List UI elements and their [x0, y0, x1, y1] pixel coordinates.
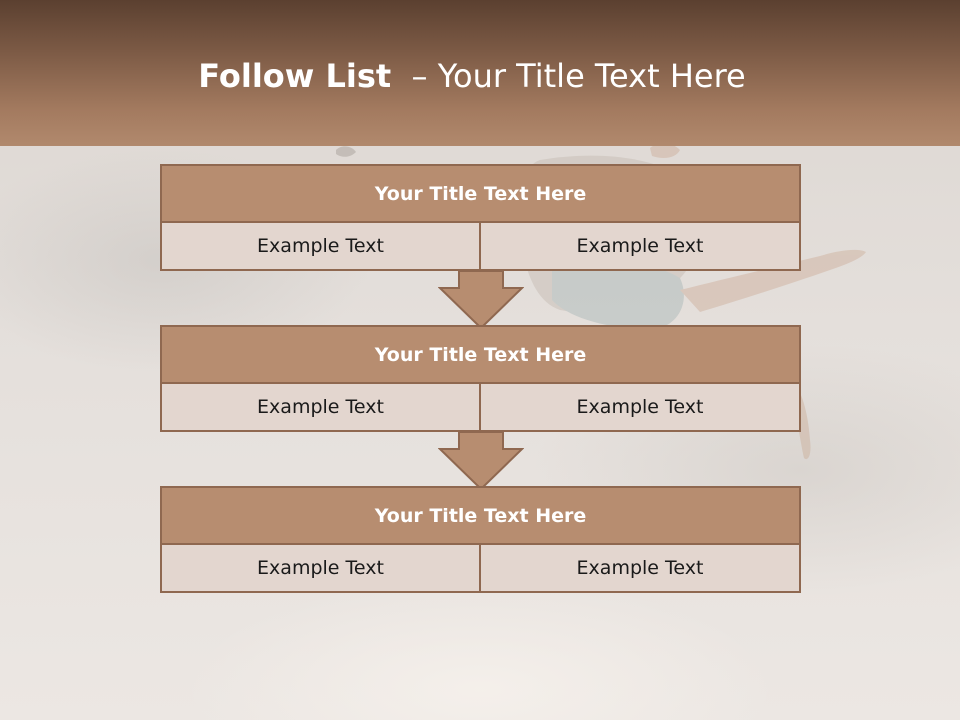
slide-title-rest: – Your Title Text Here: [391, 57, 746, 95]
flow-block-left-cell: Example Text: [160, 543, 481, 593]
flow-block-right-cell: Example Text: [479, 543, 801, 593]
flow-block-title: Your Title Text Here: [160, 325, 801, 384]
flow-block-right-cell: Example Text: [479, 382, 801, 432]
slide-title: Follow List – Your Title Text Here: [0, 52, 944, 100]
slide-title-bold: Follow List: [198, 57, 392, 95]
flow-block-title: Your Title Text Here: [160, 486, 801, 545]
title-bar: Follow List – Your Title Text Here: [0, 0, 960, 146]
flow-block-right-cell: Example Text: [479, 221, 801, 271]
flow-block-title: Your Title Text Here: [160, 164, 801, 223]
flow-block-left-cell: Example Text: [160, 221, 481, 271]
down-arrow-2: [438, 431, 524, 491]
flow-block-left-cell: Example Text: [160, 382, 481, 432]
down-arrow-1: [438, 270, 524, 330]
